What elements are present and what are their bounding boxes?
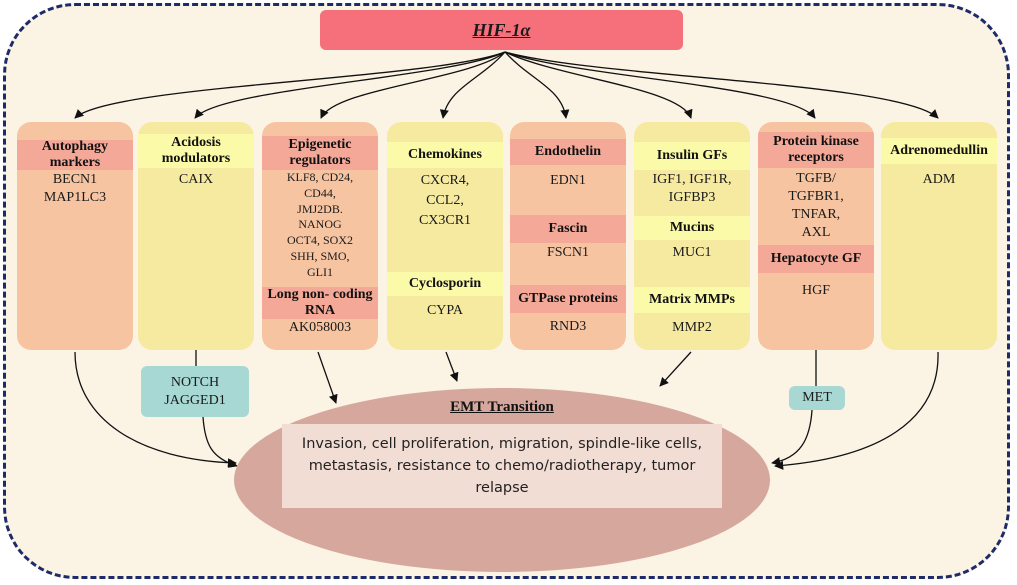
header-hepatocyte-gf: Hepatocyte GF: [758, 245, 874, 273]
column-adrenomedullin: Adrenomedullin ADM: [881, 122, 997, 350]
arrow-hif-to-pkr: [504, 51, 816, 119]
genes-cyclosporin: CYPA: [426, 303, 464, 318]
genes-protein-kinase: TGFB/ TGFBR1, TNFAR, AXL: [788, 171, 844, 240]
genes-hepatocyte: HGF: [801, 283, 830, 298]
header-gtpase-proteins: GTPase proteins: [510, 285, 626, 313]
arrow-met-to-emt: [771, 409, 813, 467]
arrow-adm-to-emt: [774, 351, 939, 470]
header-insulin-gfs: Insulin GFs: [634, 142, 750, 170]
header-epigenetic-regulators: Epigenetic regulators: [262, 136, 378, 170]
met-box: MET: [789, 386, 845, 410]
header-autophagy-markers: Autophagy markers: [17, 139, 133, 170]
header-endothelin: Endothelin: [510, 139, 626, 165]
arrow-hif-to-insulin: [504, 51, 693, 119]
header-matrix-mmps: Matrix MMPs: [634, 287, 750, 313]
arrow-notch-to-emt: [202, 416, 238, 468]
header-cyclosporin: Cyclosporin: [387, 272, 503, 296]
column-autophagy: Autophagy markers BECN1 MAP1LC3: [17, 122, 133, 350]
header-fascin: Fascin: [510, 215, 626, 243]
genes-adm: ADM: [922, 172, 956, 187]
genes-endothelin: EDN1: [550, 173, 586, 188]
header-long-noncoding-rna: Long non- coding RNA: [262, 287, 378, 319]
arrow-hif-to-chemokines: [439, 51, 506, 119]
genes-chemokines: CXCR4, CCL2, CX3CR1: [418, 173, 472, 228]
genes-fascin: FSCN1: [546, 245, 590, 260]
arrow-hif-to-autophagy: [74, 51, 506, 119]
hif-header: HIF-1α: [320, 10, 683, 50]
column-acidosis: Acidosis modulators CAIX: [138, 122, 254, 350]
arrow-insulin-to-emt: [659, 351, 692, 387]
genes-autophagy: BECN1 MAP1LC3: [43, 172, 107, 205]
hif-label: HIF-1α: [472, 19, 531, 40]
genes-lncrna: AK058003: [288, 320, 352, 335]
genes-acidosis: CAIX: [178, 172, 214, 187]
emt-description-box: Invasion, cell proliferation, migration,…: [282, 424, 722, 508]
arrow-hif-to-acidosis: [194, 51, 506, 119]
column-chemokines: Chemokines CXCR4, CCL2, CX3CR1 Cyclospor…: [387, 122, 503, 350]
notch-box: NOTCH JAGGED1: [141, 366, 249, 417]
column-insulin: Insulin GFs IGF1, IGF1R, IGFBP3 Mucins M…: [634, 122, 750, 350]
arrow-chemokines-to-emt: [445, 351, 459, 382]
emt-description: Invasion, cell proliferation, migration,…: [301, 436, 703, 496]
genes-mucins: MUC1: [672, 245, 712, 260]
header-chemokines: Chemokines: [387, 142, 503, 168]
arrow-epigenetic-to-emt: [317, 351, 338, 404]
emt-title: EMT Transition: [450, 399, 554, 415]
arrow-hif-to-endothelin: [504, 51, 570, 119]
column-endothelin: Endothelin EDN1 Fascin FSCN1 GTPase prot…: [510, 122, 626, 350]
genes-insulin: IGF1, IGF1R, IGFBP3: [652, 172, 732, 205]
genes-mmps: MMP2: [672, 320, 712, 335]
header-acidosis-modulators: Acidosis modulators: [138, 134, 254, 168]
arrow-hif-to-adm: [504, 51, 939, 119]
header-mucins: Mucins: [634, 216, 750, 240]
genes-epigenetic: KLF8, CD24, CD44, JMJ2DB. NANOG OCT4, SO…: [286, 170, 354, 279]
column-protein-kinase: Protein kinase receptors TGFB/ TGFBR1, T…: [758, 122, 874, 350]
column-epigenetic: Epigenetic regulators KLF8, CD24, CD44, …: [262, 122, 378, 350]
genes-gtpase: RND3: [549, 319, 587, 334]
header-adrenomedullin: Adrenomedullin: [881, 138, 997, 164]
arrow-autophagy-to-emt: [74, 351, 237, 468]
header-protein-kinase-receptors: Protein kinase receptors: [758, 132, 874, 168]
arrow-hif-to-epigenetic: [320, 51, 506, 119]
